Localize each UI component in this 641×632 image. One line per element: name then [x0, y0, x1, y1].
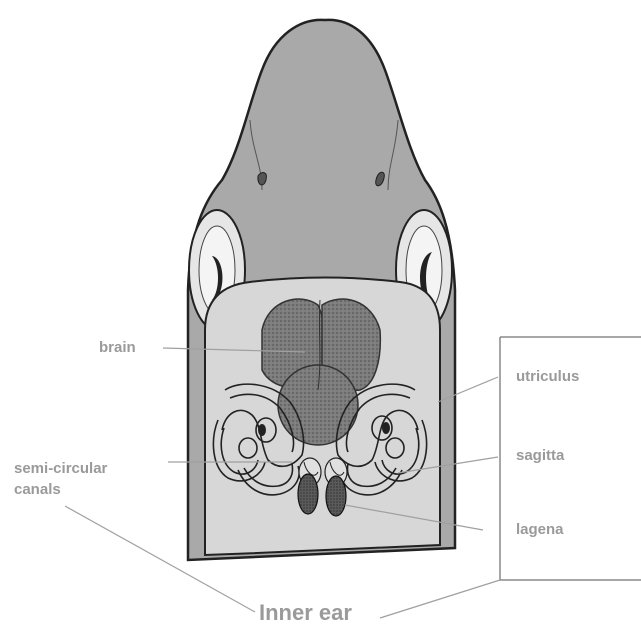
label-lagena: lagena — [516, 521, 564, 538]
label-canals: canals — [14, 481, 61, 498]
label-brain: brain — [99, 339, 136, 356]
otolith-small-left — [258, 424, 266, 436]
label-utriculus: utriculus — [516, 368, 579, 385]
inner-ear-right-leader-line — [380, 580, 500, 618]
nostril-left — [258, 173, 266, 185]
label-semi-circular: semi-circular — [14, 460, 107, 477]
label-inner-ear: Inner ear — [259, 600, 352, 625]
brain-cerebellum — [278, 365, 358, 445]
label-sagitta: sagitta — [516, 447, 564, 464]
otolith-small-right — [382, 422, 390, 434]
